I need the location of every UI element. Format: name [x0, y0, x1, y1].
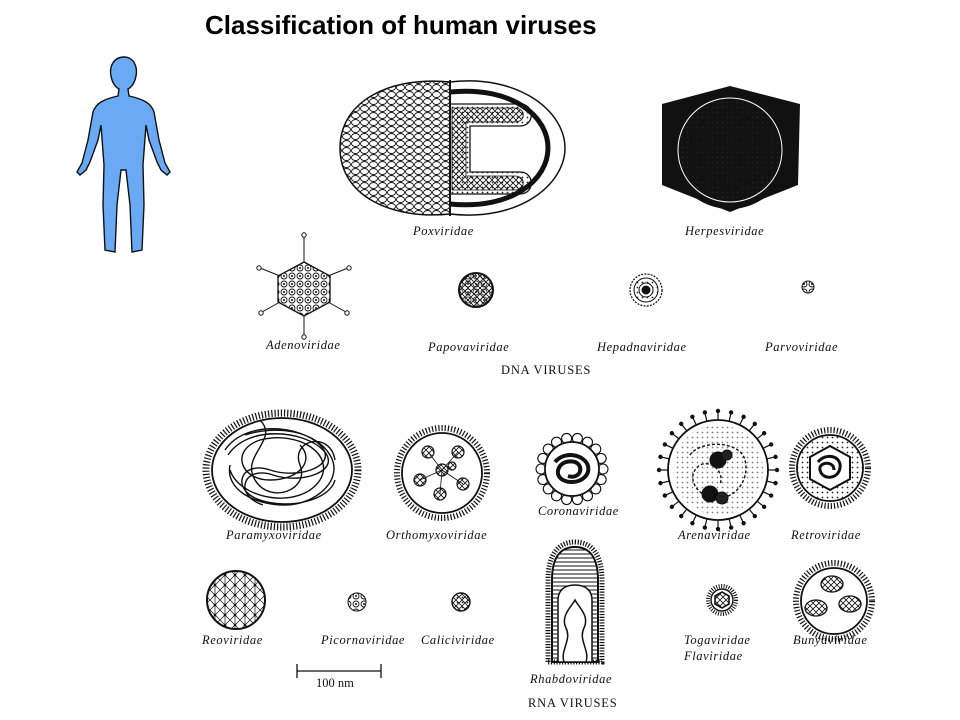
page-title: Classification of human viruses — [205, 10, 597, 40]
caliciviridae-label: Caliciviridae — [421, 633, 495, 647]
poxviridae-icon — [339, 80, 566, 216]
caliciviridae-icon — [451, 592, 471, 612]
retroviridae-label: Retroviridae — [791, 528, 861, 542]
parvoviridae-label: Parvoviridae — [765, 340, 839, 354]
scale-bar — [296, 664, 382, 678]
papovaviridae-label: Papovaviridae — [428, 340, 510, 354]
picornaviridae-icon — [347, 592, 367, 612]
rna-section-label: RNA VIRUSES — [528, 696, 618, 710]
bunyaviridae-label: Bunyaviridae — [793, 633, 868, 647]
rhabdoviridae-icon — [545, 539, 605, 665]
orthomyxoviridae-icon — [394, 425, 490, 521]
human-figure-icon — [76, 56, 171, 253]
dna-section-label: DNA VIRUSES — [501, 363, 592, 377]
togaviridae-icon — [706, 584, 738, 616]
hepadnaviridae-icon — [629, 273, 663, 307]
arenaviridae-label: Arenaviridae — [678, 528, 751, 542]
hepadnaviridae-label: Hepadnaviridae — [597, 340, 687, 354]
adenoviridae-icon — [256, 232, 352, 340]
papovaviridae-icon — [458, 272, 494, 308]
reoviridae-label: Reoviridae — [202, 633, 263, 647]
reoviridae-icon — [206, 570, 266, 630]
picornaviridae-label: Picornaviridae — [321, 633, 406, 647]
flaviridae-label: Flaviridae — [684, 649, 743, 663]
coronaviridae-icon — [535, 432, 609, 506]
rhabdoviridae-label: Rhabdoviridae — [530, 672, 613, 686]
orthomyxoviridae-label: Orthomyxoviridae — [386, 528, 488, 542]
paramyxoviridae-label: Paramyxoviridae — [226, 528, 322, 542]
herpesviridae-label: Herpesviridae — [685, 224, 765, 238]
retroviridae-icon — [789, 427, 871, 509]
bunyaviridae-icon — [793, 560, 875, 642]
poxviridae-label: Poxviridae — [413, 224, 474, 238]
adenoviridae-label: Adenoviridae — [266, 338, 341, 352]
scale-bar-label: 100 nm — [316, 676, 354, 690]
parvoviridae-icon — [801, 280, 815, 294]
paramyxoviridae-icon — [202, 409, 362, 531]
herpesviridae-icon — [662, 86, 800, 212]
arenaviridae-icon — [656, 408, 780, 532]
togaviridae-label: Togaviridae — [684, 633, 751, 647]
coronaviridae-label: Coronaviridae — [538, 504, 619, 518]
